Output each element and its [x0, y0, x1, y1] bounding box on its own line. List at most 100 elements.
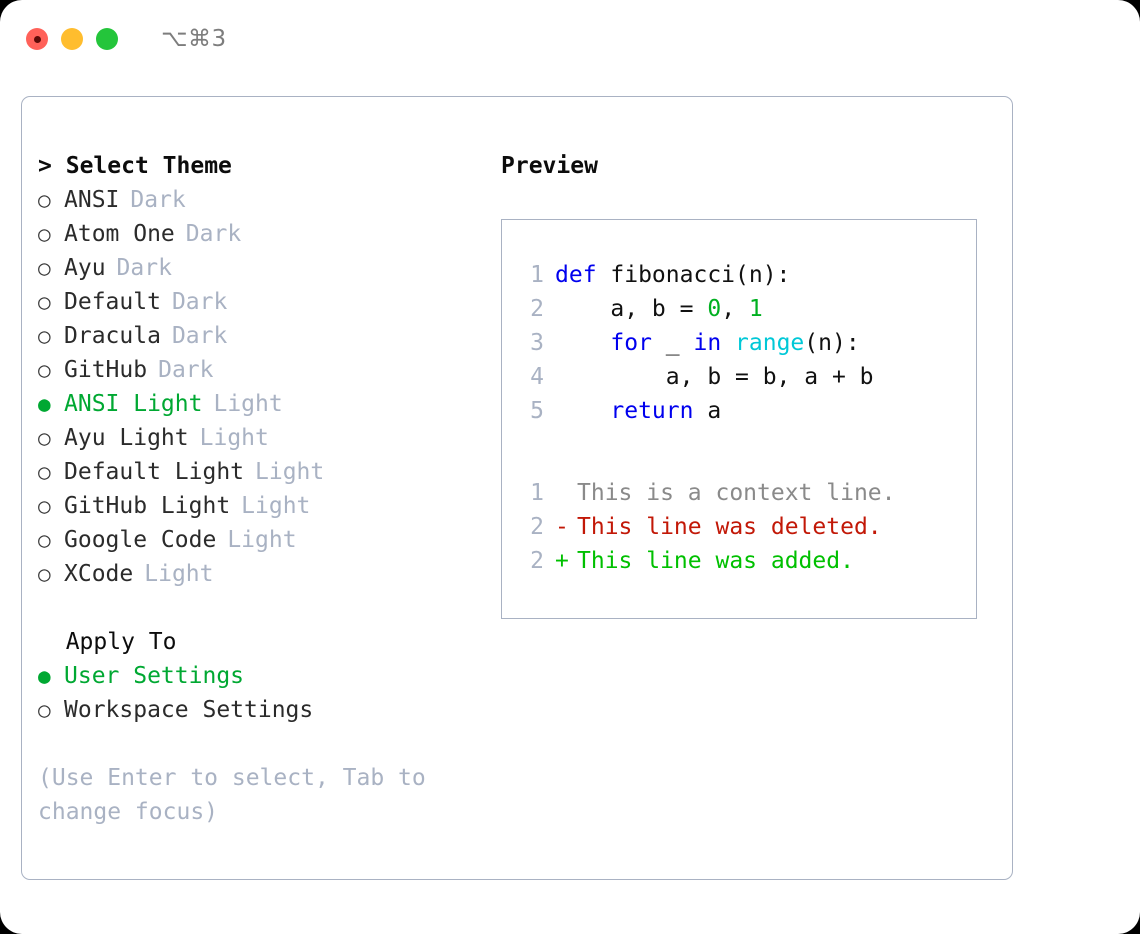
theme-option-row[interactable]: ○ GitHub Light Light	[38, 489, 498, 523]
diff-line: 1 This is a context line.	[516, 476, 976, 510]
radio-unselected-icon[interactable]: ○	[38, 188, 51, 212]
theme-option-row[interactable]: ○ Default Light Light	[38, 455, 498, 489]
diff-line-text: This line was deleted.	[577, 514, 882, 540]
diff-line-number: 2	[530, 548, 544, 574]
theme-option-tag: Dark	[171, 323, 228, 349]
radio-unselected-icon[interactable]: ○	[38, 562, 51, 586]
theme-option-label: Dracula	[64, 323, 161, 349]
theme-option-label: Default Light	[64, 459, 245, 485]
theme-option-label: GitHub Light	[64, 493, 231, 519]
code-line-content: a, b = b, a + b	[555, 360, 874, 394]
radio-selected-icon[interactable]: ●	[38, 664, 51, 688]
apply-to-heading: Apply To	[38, 625, 498, 659]
code-line-number: 5	[530, 398, 544, 424]
keyboard-hint-text: (Use Enter to select, Tab to change focu…	[38, 765, 426, 825]
theme-option-tag: Light	[144, 561, 214, 587]
radio-unselected-icon[interactable]: ○	[38, 256, 51, 280]
diff-line-number: 2	[530, 514, 544, 540]
apply-to-option-label: Workspace Settings	[64, 697, 314, 723]
code-line-number: 2	[530, 296, 544, 322]
diff-sample: 1 This is a context line.2-This line was…	[516, 476, 976, 578]
radio-unselected-icon[interactable]: ○	[38, 358, 51, 382]
theme-option-tag: Light	[199, 425, 269, 451]
window-controls	[26, 28, 118, 50]
code-line-content: return a	[555, 394, 721, 428]
select-theme-heading: > Select Theme	[38, 149, 498, 183]
theme-option-tag: Light	[241, 493, 311, 519]
radio-unselected-icon[interactable]: ○	[38, 426, 51, 450]
theme-option-row[interactable]: ○ XCode Light	[38, 557, 498, 591]
apply-to-option-label: User Settings	[64, 663, 245, 689]
code-line: 5 return a	[516, 394, 976, 428]
diff-marker	[555, 476, 577, 510]
diff-line: 2-This line was deleted.	[516, 510, 976, 544]
code-line: 3 for _ in range(n):	[516, 326, 976, 360]
code-token: a	[693, 398, 722, 424]
apply-to-list: ● User Settings ○ Workspace Settings	[38, 659, 498, 727]
radio-selected-icon[interactable]: ●	[38, 392, 51, 416]
code-token	[555, 398, 610, 424]
code-token: ,	[721, 296, 749, 322]
theme-option-row[interactable]: ○ Ayu Light Light	[38, 421, 498, 455]
close-button-icon[interactable]	[26, 28, 48, 50]
code-token	[555, 330, 610, 356]
code-token	[721, 330, 735, 356]
section-spacer	[38, 591, 498, 625]
radio-unselected-icon[interactable]: ○	[38, 460, 51, 484]
radio-unselected-icon[interactable]: ○	[38, 324, 51, 348]
code-line-content: a, b = 0, 1	[555, 292, 763, 326]
theme-option-label: XCode	[64, 561, 134, 587]
theme-option-label: Atom One	[64, 221, 175, 247]
radio-unselected-icon[interactable]: ○	[38, 528, 51, 552]
code-line-number: 3	[530, 330, 544, 356]
theme-option-tag: Light	[213, 391, 283, 417]
code-token: 0	[707, 296, 722, 322]
code-line-content: def fibonacci(n):	[555, 258, 790, 292]
code-line: 1 def fibonacci(n):	[516, 258, 976, 292]
code-token: range	[735, 330, 805, 356]
code-token: a, b =	[555, 296, 708, 322]
apply-to-option-row[interactable]: ○ Workspace Settings	[38, 693, 498, 727]
code-token: in	[693, 330, 722, 356]
theme-option-tag: Dark	[171, 289, 228, 315]
theme-option-label: Ayu Light	[64, 425, 189, 451]
selection-caret: >	[38, 153, 52, 179]
diff-line-number: 1	[530, 480, 544, 506]
code-token: 1	[748, 296, 763, 322]
diff-line: 2+This line was added.	[516, 544, 976, 578]
theme-option-tag: Light	[255, 459, 325, 485]
preview-gap	[516, 428, 976, 476]
radio-unselected-icon[interactable]: ○	[38, 222, 51, 246]
radio-unselected-icon[interactable]: ○	[38, 698, 51, 722]
radio-unselected-icon[interactable]: ○	[38, 494, 51, 518]
code-token: a, b = b, a + b	[555, 364, 874, 390]
code-line: 4 a, b = b, a + b	[516, 360, 976, 394]
theme-option-label: GitHub	[64, 357, 148, 383]
minimize-button-icon[interactable]	[61, 28, 83, 50]
title-bar: ⌥⌘3	[0, 0, 1140, 78]
preview-heading: Preview	[501, 153, 598, 179]
code-token: return	[610, 398, 694, 424]
theme-option-tag: Dark	[130, 187, 186, 213]
theme-option-row[interactable]: ○ Dracula Dark	[38, 319, 498, 353]
code-token: def	[555, 262, 611, 288]
zoom-button-icon[interactable]	[96, 28, 118, 50]
code-token: _	[651, 330, 694, 356]
radio-unselected-icon[interactable]: ○	[38, 290, 51, 314]
code-line-number: 1	[530, 262, 544, 288]
diff-line-text: This line was added.	[577, 548, 854, 574]
apply-to-option-row[interactable]: ● User Settings	[38, 659, 498, 693]
apply-to-title: Apply To	[65, 629, 177, 655]
